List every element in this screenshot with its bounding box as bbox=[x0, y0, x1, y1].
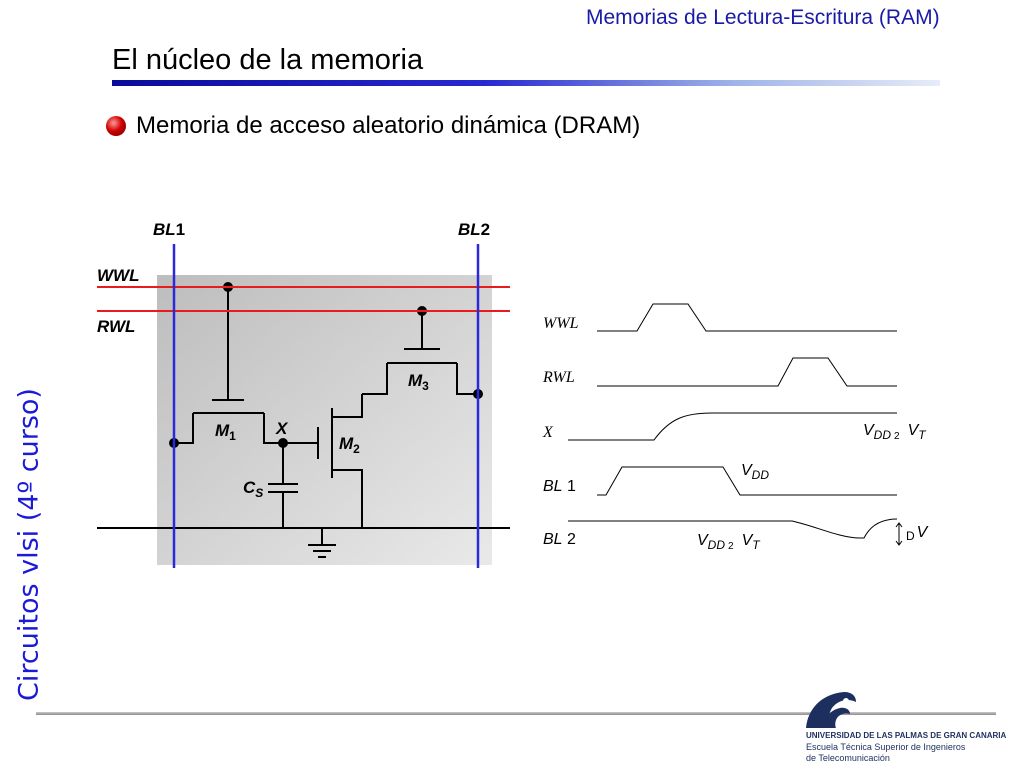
wwl-label: WWL bbox=[97, 266, 139, 285]
cs-label: CS bbox=[243, 478, 263, 500]
m3-transistor bbox=[362, 311, 478, 395]
timing-label-bl2: BL 2 bbox=[543, 531, 576, 548]
bullet-text: Memoria de acceso aleatorio dinámica (DR… bbox=[136, 112, 641, 139]
m2-transistor bbox=[317, 394, 363, 528]
m1-transistor bbox=[174, 287, 318, 444]
m2-label: M2 bbox=[339, 434, 360, 456]
bl2-waveform bbox=[568, 518, 898, 539]
timing-label-rwl: RWL bbox=[542, 369, 575, 386]
course-title: Memorias de Lectura-Escritura (RAM) bbox=[586, 6, 940, 29]
rwl-waveform bbox=[597, 357, 897, 387]
node-x-label: X bbox=[275, 419, 289, 438]
title-underline bbox=[112, 80, 940, 86]
timing-label-x: X bbox=[542, 424, 554, 441]
m1-label: M1 bbox=[215, 421, 236, 443]
ground-symbol bbox=[308, 528, 336, 558]
footer-divider bbox=[36, 712, 996, 715]
university-name: UNIVERSIDAD DE LAS PALMAS DE GRAN CANARI… bbox=[806, 731, 1007, 740]
red-sphere-bullet-icon bbox=[106, 116, 126, 136]
timing-label-wwl: WWL bbox=[543, 315, 579, 332]
storage-capacitor bbox=[268, 443, 298, 528]
bl1-level-annotation: VDD bbox=[741, 462, 769, 482]
school-name-line1: Escuela Técnica Superior de Ingenieros bbox=[806, 742, 966, 752]
rwl-label: RWL bbox=[97, 317, 135, 336]
school-name-line2: de Telecomunicación bbox=[806, 753, 890, 763]
wwl-waveform bbox=[597, 303, 897, 332]
ulpgc-logo-icon bbox=[806, 692, 856, 728]
bl1-waveform bbox=[597, 466, 897, 496]
m3-label: M3 bbox=[408, 371, 429, 393]
bl1-label: BL1 bbox=[153, 220, 185, 239]
timing-diagram bbox=[568, 303, 903, 546]
bl2-label: BL2 bbox=[458, 220, 490, 239]
page-title: El núcleo de la memoria bbox=[112, 44, 424, 76]
cell-background bbox=[157, 275, 492, 565]
timing-label-bl1: BL 1 bbox=[543, 478, 576, 495]
x-waveform bbox=[568, 412, 897, 441]
